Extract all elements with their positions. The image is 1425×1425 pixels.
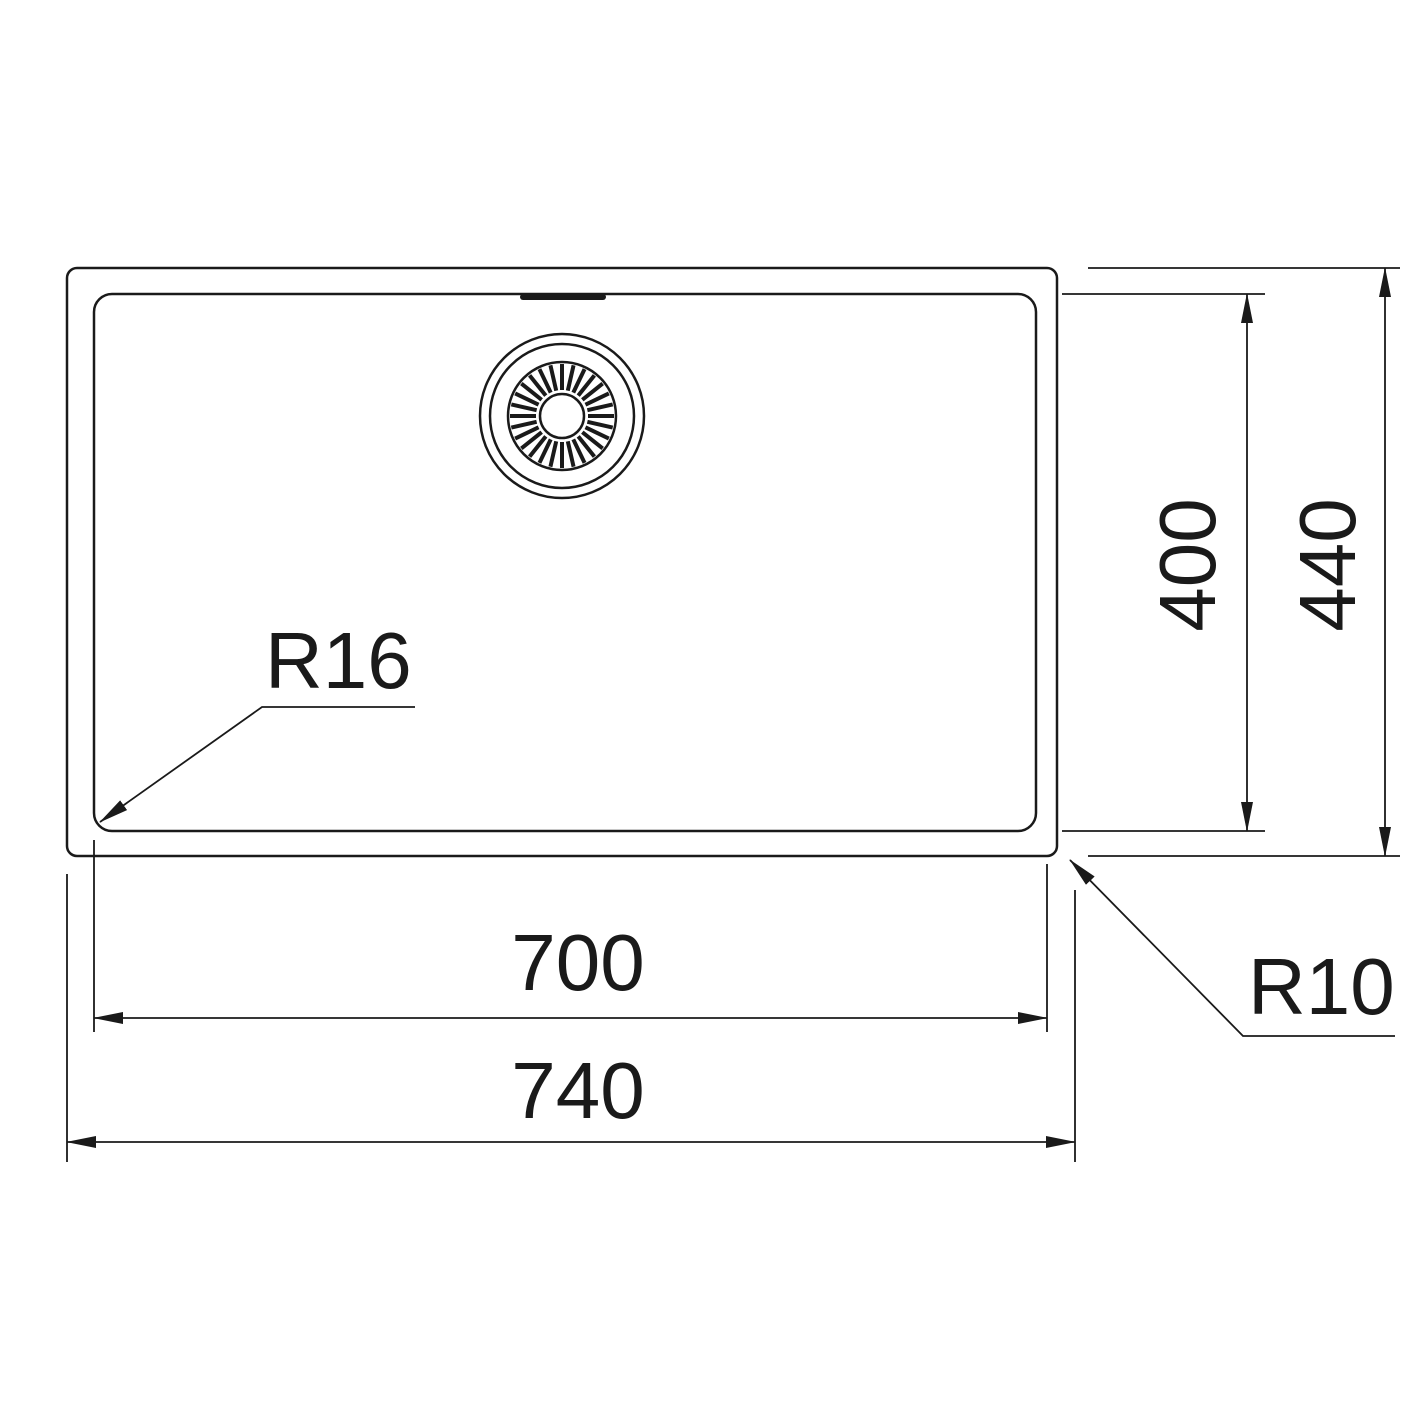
drain-rib bbox=[576, 374, 596, 397]
inner-depth-label: 400 bbox=[1143, 498, 1232, 631]
drain-rib bbox=[565, 440, 576, 468]
drain-rib bbox=[528, 374, 548, 397]
depth-dimensions: 400 440 bbox=[1062, 267, 1400, 857]
drain-rib bbox=[586, 402, 614, 413]
drain-rib bbox=[520, 430, 543, 450]
drain-rib bbox=[510, 419, 538, 430]
outer-radius-label: R10 bbox=[1248, 942, 1395, 1031]
drain-rib bbox=[537, 438, 553, 464]
drain-rib bbox=[514, 391, 540, 407]
outer-rim bbox=[65, 266, 1059, 858]
drain-rib bbox=[548, 364, 559, 392]
overflow-slot bbox=[520, 294, 606, 300]
leader-r10 bbox=[1069, 859, 1395, 1037]
drain-strainer-ribs bbox=[510, 364, 614, 468]
radius-callouts: R16 R10 bbox=[99, 616, 1395, 1037]
outer-width-label: 740 bbox=[511, 1046, 644, 1135]
drain-rib bbox=[576, 435, 596, 458]
inner-radius-label: R16 bbox=[265, 616, 412, 705]
drain-rib bbox=[520, 382, 543, 402]
drain-rib bbox=[571, 438, 587, 464]
drain-rib bbox=[584, 391, 610, 407]
width-dimensions: 700 740 bbox=[66, 840, 1076, 1162]
drain-rib bbox=[586, 419, 614, 430]
drain-rib bbox=[565, 364, 576, 392]
sink-outline bbox=[65, 266, 1059, 858]
drain-rib bbox=[528, 435, 548, 458]
drain-rib bbox=[537, 368, 553, 394]
drain-icon bbox=[478, 332, 646, 500]
drain-rib bbox=[581, 382, 604, 402]
inner-bowl bbox=[92, 292, 1038, 833]
drain-rib bbox=[571, 368, 587, 394]
drain-rib bbox=[584, 425, 610, 441]
leader-r16 bbox=[99, 706, 415, 823]
inner-width-label: 700 bbox=[511, 918, 644, 1007]
drain-rib bbox=[510, 402, 538, 413]
drain-rib bbox=[514, 425, 540, 441]
drain-rib bbox=[548, 440, 559, 468]
drain-rib bbox=[581, 430, 604, 450]
outer-depth-label: 440 bbox=[1283, 498, 1372, 631]
